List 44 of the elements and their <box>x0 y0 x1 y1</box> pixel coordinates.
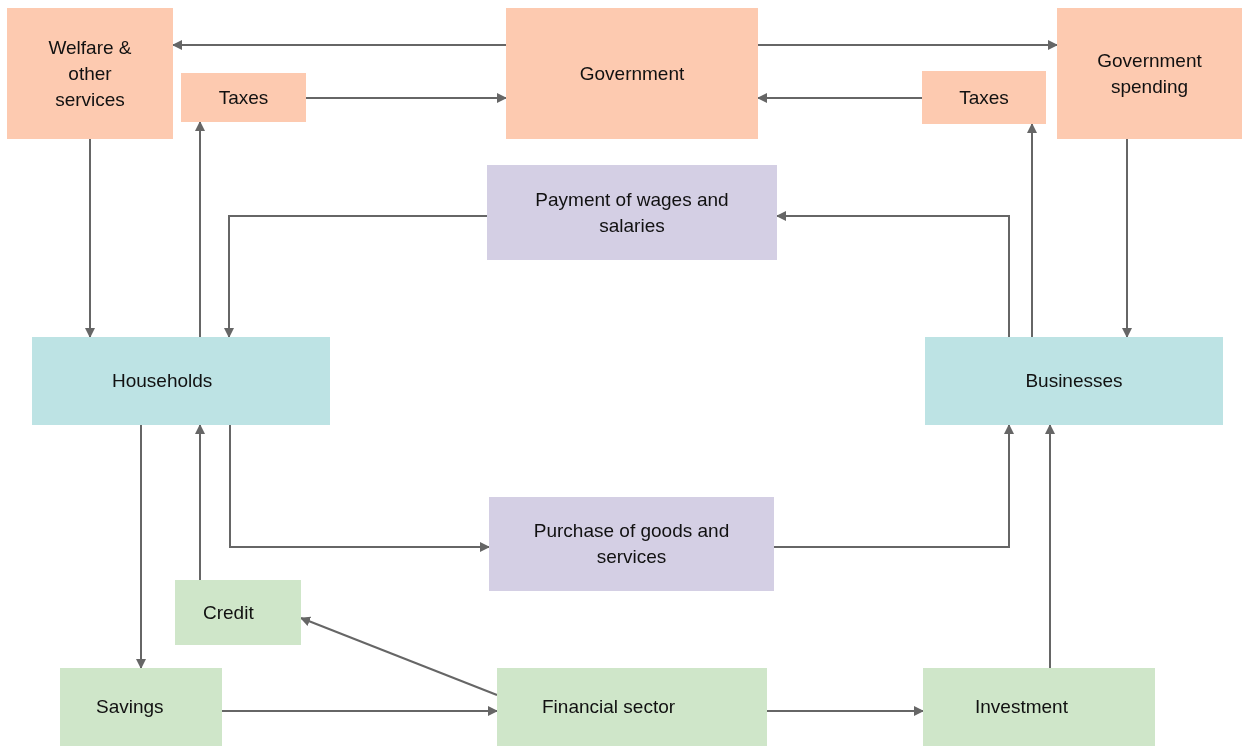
flow-box <box>487 165 777 260</box>
box-label: Taxes <box>218 85 269 110</box>
arrow <box>224 215 488 338</box>
flow-box <box>175 580 301 645</box>
arrow <box>1045 424 1055 669</box>
flow-box <box>181 73 306 122</box>
box-label: Taxes <box>959 85 1009 110</box>
box-label: Purchase of goods and services <box>532 519 731 569</box>
arrow <box>85 138 95 338</box>
box-label: Payment of wages and salaries <box>534 187 730 238</box>
arrow <box>195 424 205 581</box>
flow-box <box>497 668 767 746</box>
box-label: Financial sector <box>542 695 676 719</box>
flow-box <box>60 668 222 746</box>
box-label: Credit <box>203 600 254 625</box>
flow-box <box>922 71 1046 124</box>
arrow <box>766 706 924 716</box>
arrow <box>1027 123 1037 338</box>
flow-box <box>7 8 173 139</box>
arrow <box>757 40 1058 50</box>
flow-box <box>489 497 774 591</box>
box-label: Government <box>579 61 685 86</box>
arrow <box>229 424 490 552</box>
arrow <box>300 616 498 696</box>
arrow <box>172 40 507 50</box>
box-label: Households <box>112 369 213 393</box>
arrow <box>221 706 498 716</box>
box-label: Government spending <box>1096 48 1203 99</box>
arrow <box>776 211 1010 338</box>
box-label: Savings <box>96 695 164 719</box>
box-label: Businesses <box>1025 369 1123 393</box>
box-label: Investment <box>975 695 1068 719</box>
flow-box <box>925 337 1223 425</box>
arrow <box>773 424 1014 548</box>
arrow <box>757 93 923 103</box>
arrow <box>1122 138 1132 338</box>
flow-box <box>1057 8 1242 139</box>
flow-box <box>32 337 330 425</box>
flow-box <box>506 8 758 139</box>
flow-box <box>923 668 1155 746</box>
arrow <box>305 93 507 103</box>
arrow <box>136 424 146 669</box>
box-label: Welfare & other services <box>47 35 133 112</box>
arrow <box>195 121 205 338</box>
